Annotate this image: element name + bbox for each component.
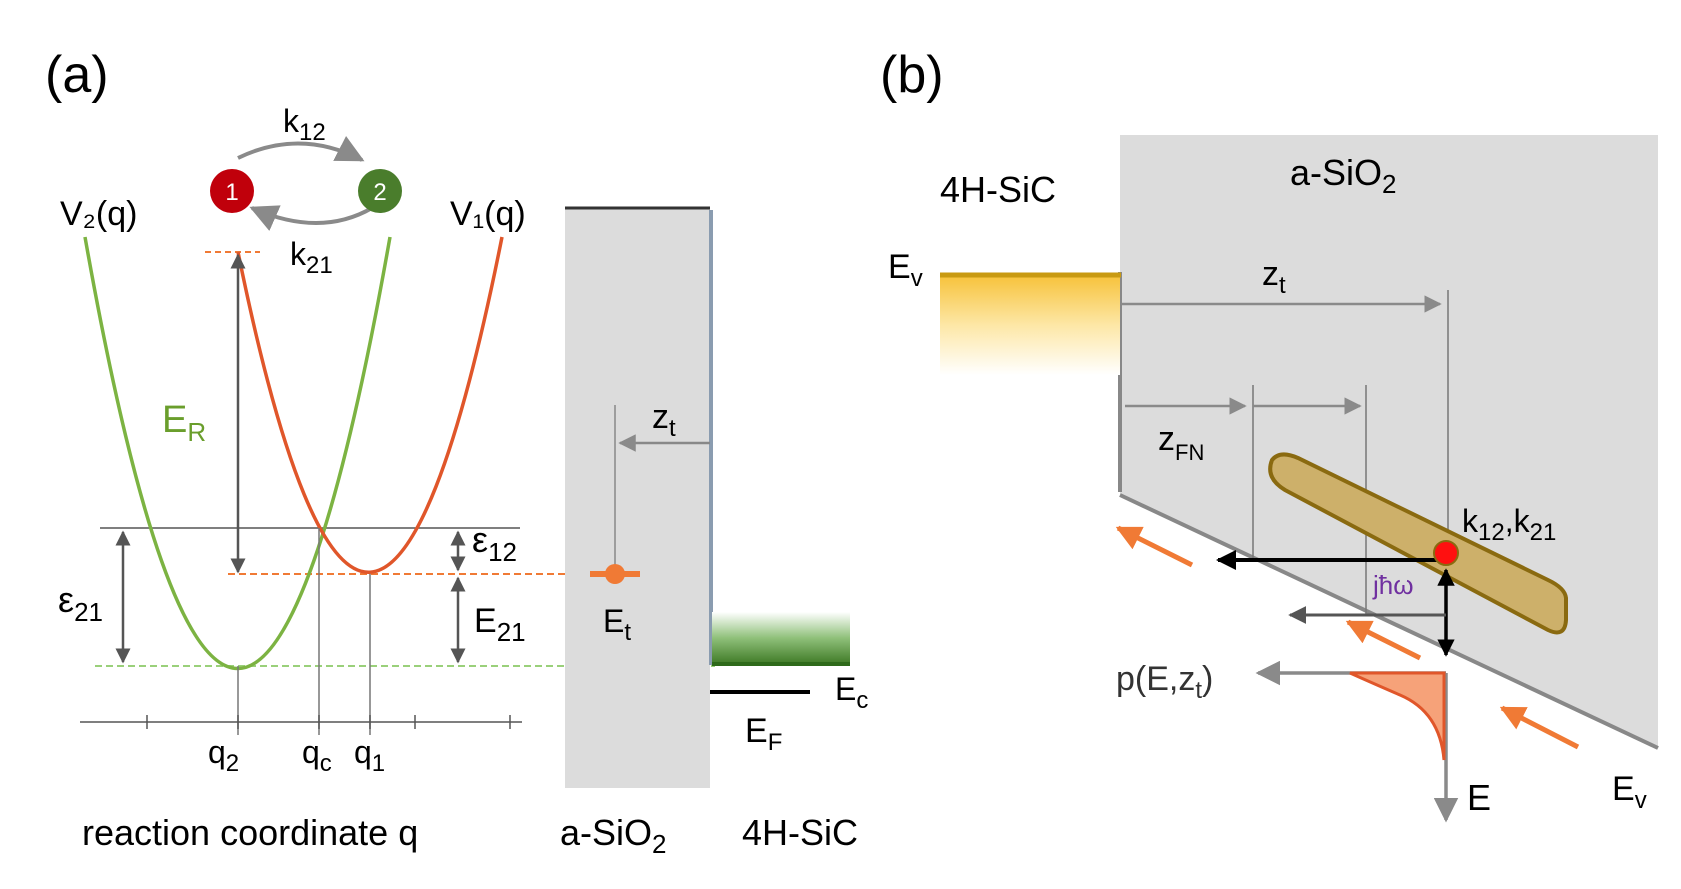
injection-arrow-3 — [1499, 705, 1580, 750]
injection-arrow-2 — [1345, 619, 1422, 661]
substrate-label-b: 4H-SiC — [940, 169, 1056, 210]
phonon-label: jħω — [1372, 570, 1414, 600]
e21-label: E21 — [474, 602, 526, 647]
et-label: Et — [603, 603, 631, 646]
x-axis-ticks — [146, 715, 511, 729]
valence-band-gradient — [940, 275, 1120, 375]
k21-arrow — [249, 205, 373, 231]
panel-a: (a) 1 2 k12 k21 V₂(q) V₁(q) — [45, 46, 868, 859]
q1-label: q1 — [354, 734, 385, 777]
qc-label: qc — [302, 734, 332, 777]
oxide-band-box — [565, 208, 710, 788]
v1-curve — [236, 236, 504, 574]
conduction-band-gradient — [712, 612, 850, 664]
panel-b-label: (b) — [880, 46, 944, 104]
state-1-label: 1 — [225, 179, 238, 206]
zt-label-a: zt — [652, 398, 676, 442]
trap-dot — [605, 564, 625, 584]
k12-arrow — [237, 136, 365, 162]
state-1-circle — [210, 169, 254, 213]
eps12-label: ε12 — [472, 519, 517, 567]
oxide-label-b: a-SiO2 — [1290, 152, 1397, 199]
substrate-label-a: 4H-SiC — [742, 812, 858, 853]
k21-label: k21 — [290, 236, 333, 279]
k12-label: k12 — [283, 103, 326, 146]
ev-right-label: Ev — [1612, 770, 1647, 814]
panel-a-label: (a) — [45, 46, 109, 104]
p-label: p(E,zt) — [1116, 660, 1213, 704]
ef-label: EF — [745, 712, 782, 756]
e-axis-label: E — [1467, 777, 1491, 818]
q2-label: q2 — [208, 734, 239, 777]
zfn-label: zFN — [1158, 420, 1204, 465]
panel-b: (b) 4H-SiC a-SiO2 Ev zt zFN jħω k12,k21 — [880, 46, 1659, 823]
x-axis-label: reaction coordinate q — [82, 812, 418, 853]
oxide-label-a: a-SiO2 — [560, 812, 667, 859]
ev-sloped-line — [1119, 493, 1659, 750]
state-2-circle — [358, 169, 402, 213]
v1-label: V₁(q) — [450, 195, 526, 233]
trap-state-dot — [1433, 540, 1459, 566]
injection-arrow-1 — [1115, 525, 1194, 568]
zt-label-b: zt — [1262, 255, 1286, 299]
trap-band-blob — [1268, 452, 1568, 635]
state-2-label: 2 — [373, 179, 386, 206]
er-label: ER — [162, 399, 206, 447]
ec-label: Ec — [835, 671, 868, 714]
k-rates-label: k12,k21 — [1462, 503, 1556, 546]
ev-left-label: Ev — [888, 248, 923, 292]
eps21-label: ε21 — [58, 579, 103, 627]
distribution-shape — [1349, 671, 1446, 761]
v2-label: V₂(q) — [60, 195, 137, 233]
